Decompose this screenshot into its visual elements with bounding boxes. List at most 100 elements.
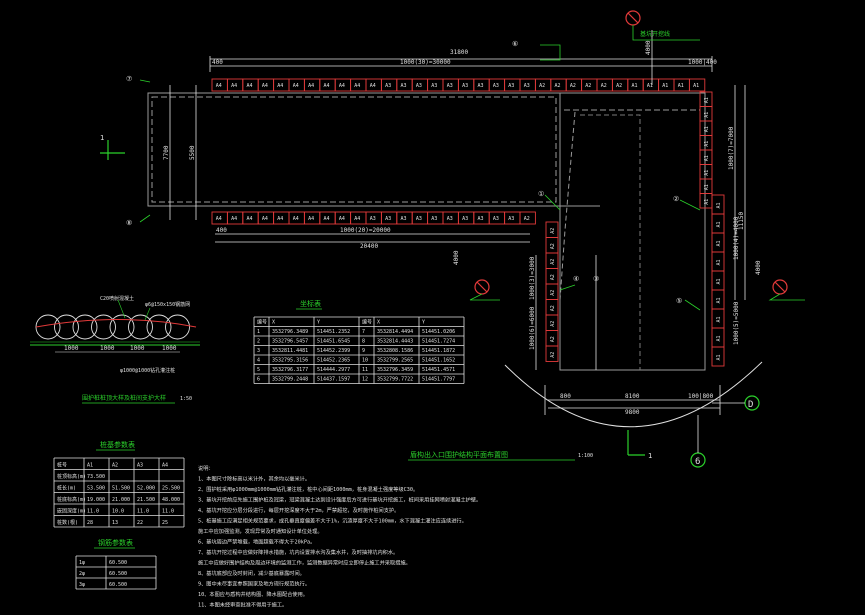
table-cell: 514437.1597	[317, 377, 350, 383]
pile-label: A2	[550, 336, 556, 342]
pile-label: A3	[370, 216, 376, 222]
note-line: 9、图中未尽事宜参照国家及地方现行规范执行。	[198, 580, 310, 588]
detail-note: φ1000@1000钻孔灌注桩	[120, 367, 175, 374]
table-cell: 桩长(m)	[57, 485, 76, 492]
table-cell: 桩数(根)	[57, 519, 78, 526]
pile-label: A1	[693, 83, 699, 89]
pile-label: A1	[647, 83, 653, 89]
pile-label: A3	[462, 83, 468, 89]
table-header: Y	[422, 320, 425, 326]
pile-label: A1	[716, 278, 722, 284]
table-cell: 5	[257, 367, 260, 373]
table-cell: 3532814.4443	[377, 339, 413, 345]
table-cell: 9	[362, 348, 365, 354]
section-mark-bottom	[627, 430, 645, 456]
section-mark-label: 1	[100, 134, 104, 142]
table-cell: 25	[162, 520, 168, 526]
note-line: 2、围护桩采用φ1000mm@1000mm钻孔灌注桩，桩中心间距1000mm，桩…	[198, 485, 418, 493]
table-cell: 514444.2977	[317, 367, 350, 373]
pile-circle	[165, 314, 190, 340]
pile-label: A4	[247, 83, 253, 89]
table-cell: 11.0	[87, 509, 99, 515]
table-cell: 25.500	[162, 486, 180, 492]
dim-stem-right: 1000(4)=4000	[733, 216, 740, 260]
table-cell: 3532799.2565	[377, 358, 413, 364]
survey-marker-right	[772, 279, 788, 295]
pile-label: A4	[216, 83, 222, 89]
pile-label: A1	[704, 184, 710, 190]
pile-label: A1	[716, 335, 722, 341]
dimension-lines	[169, 30, 746, 415]
dim-base: 800	[560, 393, 571, 400]
table-cell: 3532796.3177	[272, 367, 308, 373]
table-cell: 514451.4571	[422, 367, 455, 373]
table-header: A2	[112, 463, 118, 469]
pile-label: A3	[493, 216, 499, 222]
pile-label: A3	[385, 83, 391, 89]
table-cell: 3532799.2448	[272, 377, 308, 383]
pile-label: A2	[555, 83, 561, 89]
pile-circle	[91, 314, 116, 340]
dim-bottom-left: 400	[216, 227, 227, 234]
excavation-label: 基坑开挖线	[640, 30, 670, 38]
pile-label: A2	[550, 305, 556, 311]
note-line: 7、基坑开挖过程中应做好降排水措施，坑内设置排水沟及集水井，及时抽排坑内积水。	[198, 548, 398, 556]
callout-label: ③	[593, 275, 599, 283]
dim-left: 5500	[189, 145, 196, 160]
table-cell: 514451.0206	[422, 329, 455, 335]
plan-structure	[147, 92, 706, 371]
rebar-table-title: 钢筋参数表	[98, 538, 133, 547]
dim-base: 100|800	[688, 393, 714, 400]
pile-label: A4	[247, 216, 253, 222]
pile-label: A2	[539, 83, 545, 89]
callout-label: ⑦	[126, 75, 132, 83]
table-header: A1	[87, 463, 93, 469]
table-header: A4	[162, 463, 168, 469]
table-cell: 2φ	[79, 571, 85, 577]
table-cell: 514451.6545	[317, 339, 350, 345]
pile-table-title: 桩基参数表	[100, 440, 135, 449]
detail-spacing: 1000	[64, 345, 79, 352]
callout-label: ①	[538, 190, 544, 198]
table-cell: 73.500	[87, 474, 105, 480]
pile-label: A4	[354, 216, 360, 222]
table-cell: 60.500	[109, 582, 127, 588]
pile-label: A1	[632, 83, 638, 89]
table-cell: 7	[362, 329, 365, 335]
dim-top-left: 400	[212, 59, 223, 66]
pile-label: A1	[704, 199, 710, 205]
table-header: Y	[317, 320, 320, 326]
table-cell: 53.500	[87, 486, 105, 492]
design-notes: 说明：1、本图尺寸除标高以米计外，其余均以毫米计。2、围护桩采用φ1000mm@…	[198, 464, 481, 609]
pile-cell	[688, 78, 706, 92]
table-cell: 51.500	[112, 486, 130, 492]
note-line: 1、本图尺寸除标高以米计外，其余均以毫米计。	[198, 475, 310, 483]
table-cell: 3	[257, 348, 260, 354]
table-cell: 60.500	[109, 560, 127, 566]
table-cell: 11	[362, 367, 368, 373]
pile-label: A3	[524, 83, 530, 89]
pile-label: A1	[716, 240, 722, 246]
pile-circle	[146, 314, 172, 340]
pile-label: A1	[704, 155, 710, 161]
table-cell: 514452.2365	[317, 358, 350, 364]
table-cell: 19.000	[87, 497, 105, 503]
detail-scale: 1:50	[180, 396, 192, 402]
table-cell: 3532811.4481	[272, 348, 308, 354]
pile-label: A3	[401, 216, 407, 222]
pile-label: A2	[550, 243, 556, 249]
pile-label: A1	[716, 202, 722, 208]
pile-label: A3	[431, 216, 437, 222]
pile-circle	[128, 314, 153, 340]
pile-label: A1	[716, 316, 722, 322]
note-line: 11、本图未经审查批准不得用于施工。	[198, 601, 287, 609]
pile-label: A1	[704, 170, 710, 176]
note-line: 5、桩基施工应满足相关规范要求，成孔垂直度偏差不大于1%，沉渣厚度不大于100m…	[198, 517, 467, 525]
pile-label: A4	[293, 216, 299, 222]
pile-label: A4	[354, 83, 360, 89]
